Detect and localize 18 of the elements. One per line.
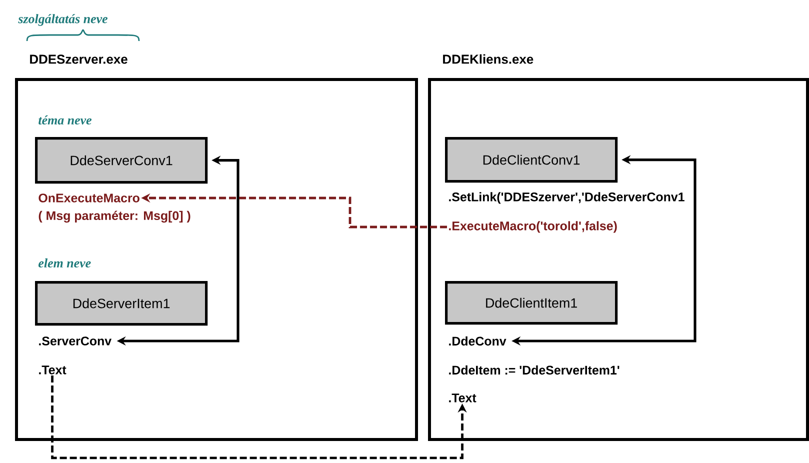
code-text: .Text [39,366,66,374]
component-box: DdeServerItem1 [35,281,208,326]
annotation-label: elem neve [38,258,91,268]
component-box: DdeServerConv1 [35,137,208,184]
code-text: ( Msg paraméter: Msg[0] ) [38,210,190,223]
code-text: .DdeConv [449,336,506,346]
code-text: .ServerConv [39,336,112,346]
node-label: DDESzerver.exe [30,54,128,64]
component-box: DdeClientItem1 [445,281,618,325]
code-text: OnExecuteMacro [38,194,140,202]
component-box: DdeClientConv1 [445,137,618,183]
annotation-label: téma neve [38,115,92,125]
node-label: DDEKliens.exe [443,54,534,64]
annotation-label: szolgáltatás neve [18,14,108,26]
code-text: .Text [449,394,476,402]
code-text: .ExecuteMacro('torold',false) [449,221,617,233]
code-text: .DdeItem := 'DdeServerItem1' [449,365,620,375]
code-text: .SetLink('DDESzerver','DdeServerConv1 [449,192,684,204]
